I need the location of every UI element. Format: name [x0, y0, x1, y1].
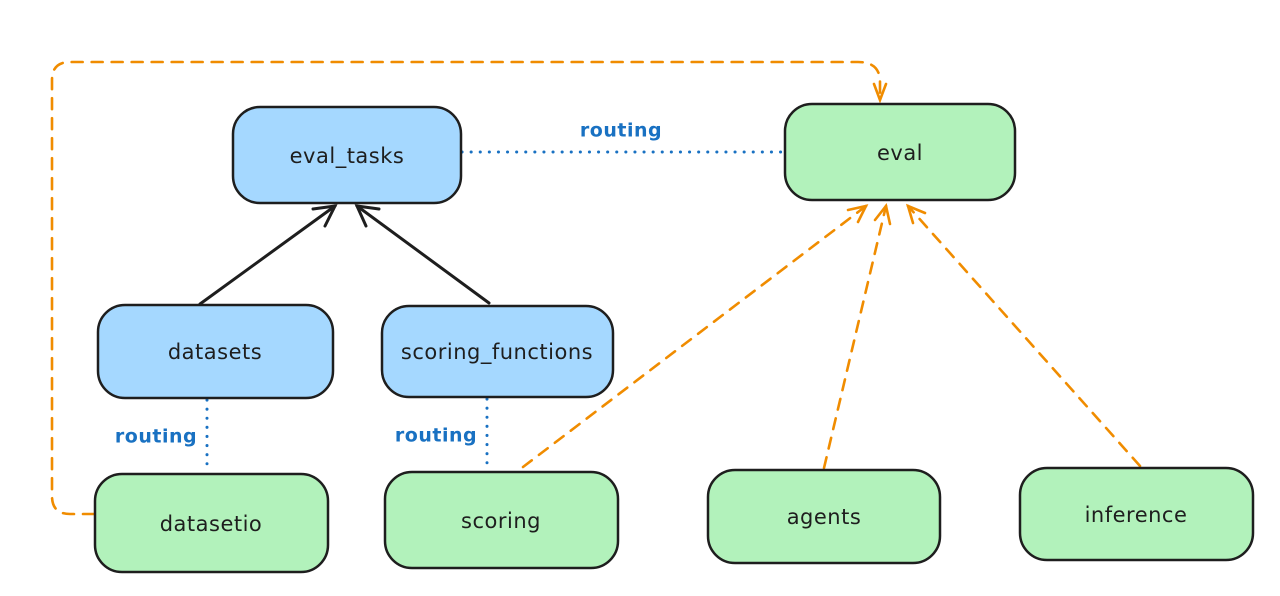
node-datasets: datasets	[96, 303, 335, 400]
node-label: eval_tasks	[290, 144, 405, 169]
edge-eval-tasks-to-eval: routing	[460, 120, 786, 154]
node-label: datasetio	[160, 512, 263, 536]
node-label: agents	[787, 505, 862, 529]
node-eval: eval	[783, 102, 1017, 202]
node-agents: agents	[706, 468, 942, 565]
edge-datasetio-to-eval	[50, 60, 888, 516]
edge-datasets-to-datasetio: routing	[115, 398, 209, 474]
edge-scoring-functions-to-scoring: routing	[395, 397, 489, 472]
edge-datasets-to-eval-tasks	[198, 204, 338, 306]
node-eval-tasks: eval_tasks	[231, 105, 463, 205]
routing-label: routing	[580, 120, 662, 142]
node-scoring-functions: scoring_functions	[380, 304, 615, 399]
arrowhead-down-icon	[872, 82, 888, 104]
node-label: eval	[877, 141, 923, 165]
node-label: scoring_functions	[401, 340, 593, 365]
edge-agents-to-eval	[822, 203, 892, 470]
arrowhead-icon	[354, 204, 381, 228]
arrowhead-icon	[873, 203, 892, 226]
arrowhead-icon	[846, 204, 869, 224]
node-datasetio: datasetio	[93, 472, 330, 574]
node-scoring: scoring	[383, 470, 620, 570]
node-label: datasets	[168, 340, 262, 364]
node-label: scoring	[461, 509, 541, 533]
edge-scoring-to-eval	[521, 204, 869, 469]
routing-label: routing	[395, 425, 477, 447]
node-inference: inference	[1018, 466, 1255, 562]
arrowhead-icon	[311, 204, 338, 228]
routing-label: routing	[115, 426, 197, 448]
edge-scoring-functions-to-eval-tasks	[354, 204, 491, 305]
edge-inference-to-eval	[905, 203, 1142, 468]
arrowhead-icon	[905, 203, 927, 225]
node-label: inference	[1085, 503, 1188, 527]
